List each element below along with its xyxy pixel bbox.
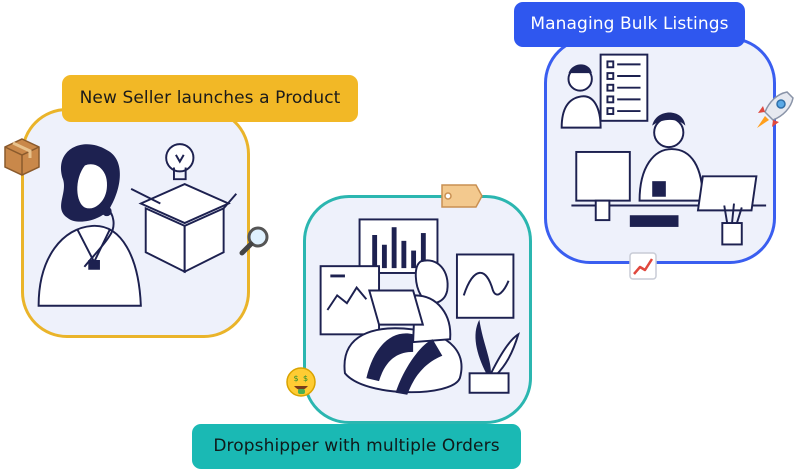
seller-illustration-card xyxy=(21,108,250,338)
bulk-listings-label: Managing Bulk Listings xyxy=(514,2,745,47)
bulk-listings-illustration-card xyxy=(544,37,776,264)
dropshipper-illustration-card xyxy=(303,195,532,424)
rocket-icon xyxy=(753,88,795,132)
bulk-listings-illustration xyxy=(560,53,767,246)
package-icon xyxy=(2,136,42,178)
new-seller-label: New Seller launches a Product xyxy=(62,75,358,122)
dropshipper-label: Dropshipper with multiple Orders xyxy=(192,424,521,469)
svg-text:$: $ xyxy=(294,374,299,383)
price-tag-icon xyxy=(440,181,484,211)
money-face-icon: $ $ xyxy=(284,365,318,399)
seller-illustration xyxy=(37,143,238,307)
svg-text:$: $ xyxy=(303,374,308,383)
trend-chart-icon xyxy=(628,251,658,281)
magnifier-icon xyxy=(238,225,272,257)
dropshipper-illustration xyxy=(319,218,520,395)
